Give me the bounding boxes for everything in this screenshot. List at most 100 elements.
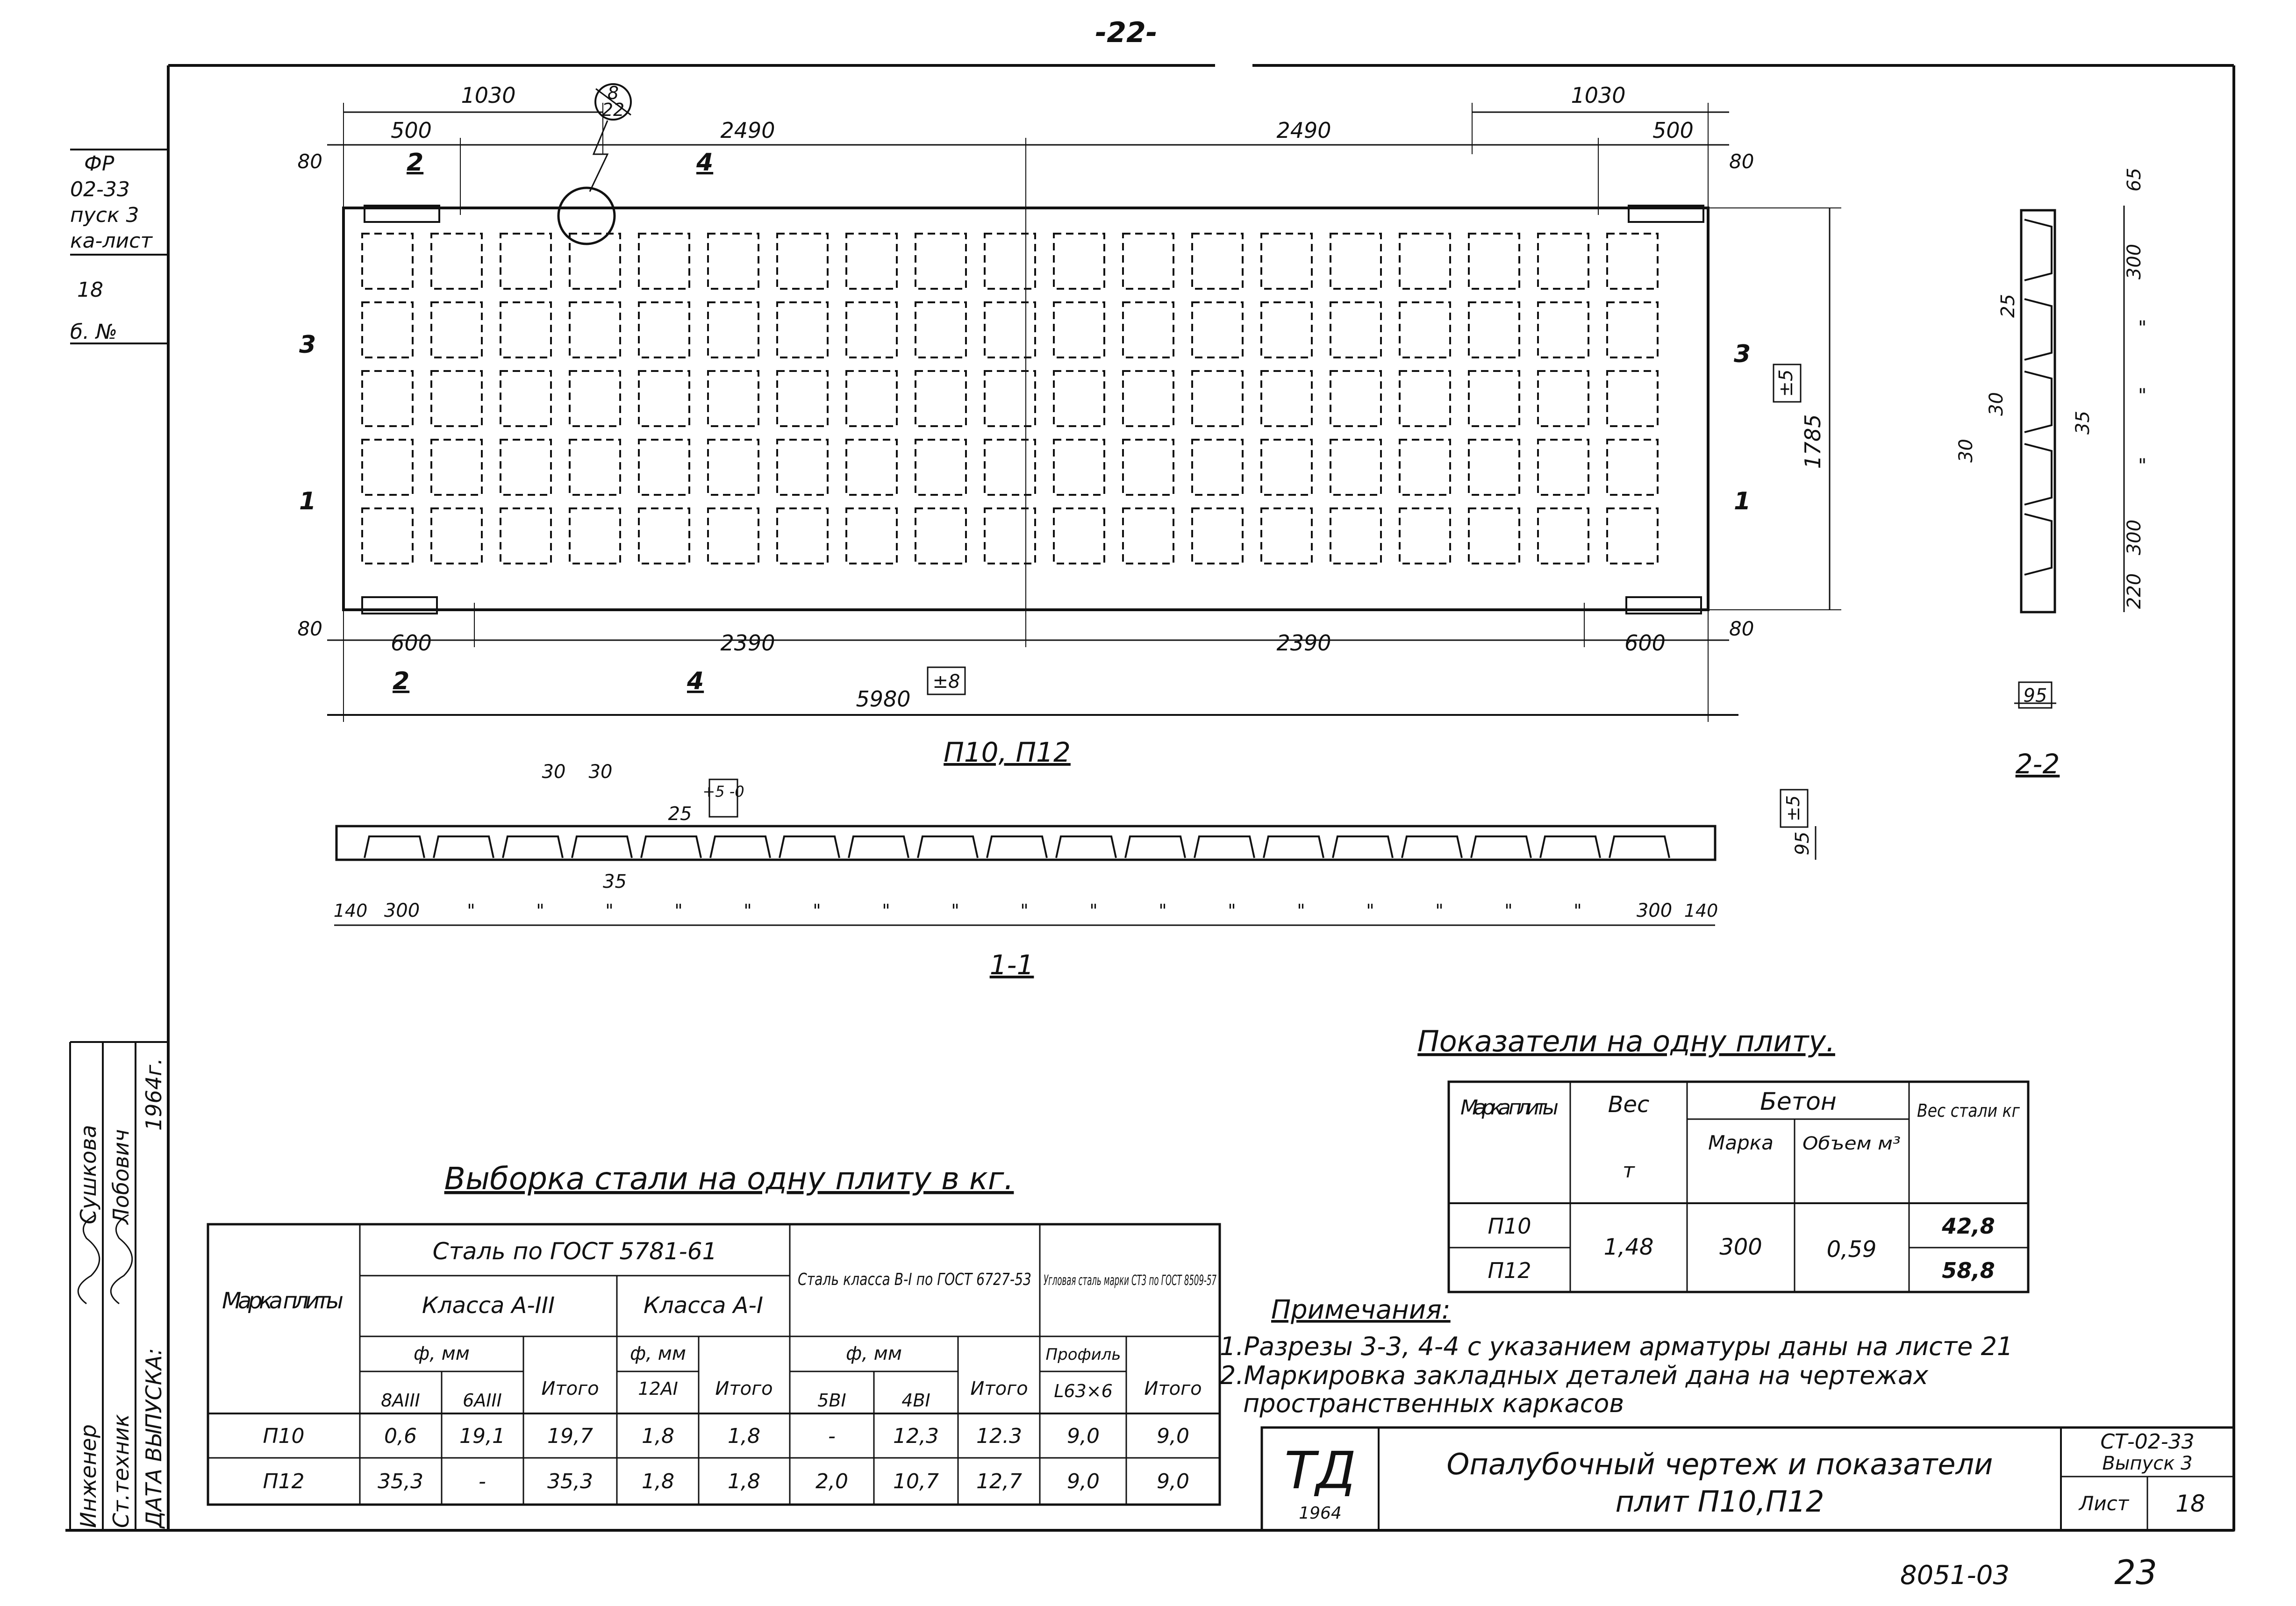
void-cell <box>1606 507 1659 564</box>
height-tolerance: ±5 <box>1775 370 1797 397</box>
st-h-class-a1: Класса А-I <box>644 1292 763 1319</box>
note-1: 1.Разрезы 3-3, 4-4 с указанием арматуры … <box>1220 1332 2013 1361</box>
s11-height: 95 <box>1792 832 1813 856</box>
void-cell <box>638 301 690 358</box>
dim-height: 1785 <box>1800 414 1825 469</box>
index-table-title: Показатели на одну плиту. <box>1417 1024 1835 1058</box>
st-h-total-a3: Итого <box>541 1378 599 1399</box>
void-cell <box>1122 439 1174 496</box>
section-1-1-voids <box>364 835 1670 858</box>
void-cell <box>1260 301 1313 358</box>
ditto-mark: " <box>951 900 959 921</box>
void-cell <box>361 439 414 496</box>
section-mark-4-top: 4 <box>696 149 713 177</box>
rib-void <box>1124 835 1186 858</box>
s22-dim-25: 25 <box>1997 294 2019 318</box>
void-cell <box>1053 233 1105 290</box>
rib-void <box>848 835 909 858</box>
section-1-1-title: 1-1 <box>990 949 1034 981</box>
s11-dim-25: 25 <box>668 803 692 825</box>
void-cell <box>430 507 483 564</box>
margin-frag-5: 18 <box>77 278 103 302</box>
it-h-volume: Объем м³ <box>1802 1133 1901 1154</box>
ditto-mark: " <box>1159 900 1166 921</box>
void-cell <box>707 301 759 358</box>
void-cell <box>1468 370 1520 427</box>
st-h-profile: Профиль <box>1046 1345 1121 1364</box>
s11-pitch-right: 300 <box>1637 900 1672 921</box>
void-cell <box>776 301 829 358</box>
dim-1030-left: 1030 <box>461 83 515 108</box>
steel-cell: 35,3 <box>378 1470 423 1493</box>
void-cell <box>1260 439 1313 496</box>
title-block: ТД 1964 Опалубочный чертеж и показатели … <box>1260 1426 2235 1532</box>
ditto-mark: " <box>536 900 544 921</box>
s11-height-tol: ±5 <box>1783 795 1803 821</box>
void-cell <box>1537 301 1589 358</box>
void-cell <box>845 301 898 358</box>
ditto-mark: " <box>1297 900 1305 921</box>
length-tolerance: ±8 <box>933 671 960 692</box>
void-cell <box>984 233 1036 290</box>
void-cell <box>1468 439 1520 496</box>
void-cell <box>1606 301 1659 358</box>
steel-cell: 9,0 <box>1067 1424 1100 1448</box>
rib-void <box>1401 835 1463 858</box>
st-h-dia-a3: ф, мм <box>414 1343 470 1364</box>
steel-cell: - <box>828 1424 836 1448</box>
ditto-mark: " <box>1089 900 1097 921</box>
void-cell <box>707 233 759 290</box>
section-2-2-voids <box>2024 219 2053 576</box>
left-margin: ФР 02-33 пуск 3 ка-лист 18 б. № Инженер … <box>69 149 168 1530</box>
void-cell <box>361 301 414 358</box>
void-cell <box>500 507 552 564</box>
st-h-total-a1: Итого <box>715 1378 772 1399</box>
s22-dim-30b: 30 <box>1955 439 1977 463</box>
st-h-class-a3: Класса А-III <box>422 1292 555 1319</box>
ditto-mark: " <box>744 900 751 921</box>
stamp-logo: ТД <box>1284 1441 1356 1500</box>
void-cell <box>361 233 414 290</box>
sign-label-engineer: Инженер <box>76 1424 101 1528</box>
void-cell <box>569 507 621 564</box>
void-cell <box>1468 507 1520 564</box>
void-cell <box>1122 301 1174 358</box>
void-cell <box>776 507 829 564</box>
steel-table: Выборка стали на одну плиту в кг. Марка … <box>207 1161 1221 1506</box>
st-sub-12a1: 12АI <box>638 1378 678 1399</box>
dim-2390-left: 2390 <box>720 630 775 656</box>
void-cell <box>845 370 898 427</box>
void-cell <box>1053 507 1105 564</box>
ditto-mark: " <box>1020 900 1028 921</box>
dim-500-right: 500 <box>1652 118 1694 143</box>
void-cell <box>776 370 829 427</box>
margin-frag-2: 02-33 <box>70 178 130 201</box>
rib-void <box>917 835 979 858</box>
void-cell <box>638 439 690 496</box>
ditto-mark: " <box>605 900 613 921</box>
dim-2390-right: 2390 <box>1276 630 1331 656</box>
section-2-2: 65 300 " " " 300 220 25 30 30 35 95 2-2 <box>1955 168 2146 780</box>
dim-500-left: 500 <box>391 118 432 143</box>
section-mark-1-right: 1 <box>1734 487 1751 515</box>
st-h-dia-b1: ф, мм <box>846 1343 902 1364</box>
void-cell <box>845 233 898 290</box>
callout-circle <box>594 83 632 121</box>
void-cell <box>915 439 967 496</box>
void-cell <box>569 233 621 290</box>
void-cell <box>1537 439 1589 496</box>
embed-bottom-left <box>361 596 438 614</box>
stamp-sheet-number: 18 <box>2175 1490 2205 1517</box>
ditto-mark: " <box>467 900 475 921</box>
rib-void <box>709 835 771 858</box>
void-cell <box>984 439 1036 496</box>
void-cell <box>984 370 1036 427</box>
dim-2490-left: 2490 <box>720 118 775 143</box>
it-volume: 0,59 <box>1827 1236 1877 1263</box>
steel-row-mark: П12 <box>263 1470 304 1493</box>
ditto-mark: " <box>674 900 682 921</box>
sheet-frame <box>65 64 2235 1532</box>
s22-dim-ditto-1: " <box>2138 317 2146 339</box>
steel-cell: 1,8 <box>642 1470 674 1493</box>
